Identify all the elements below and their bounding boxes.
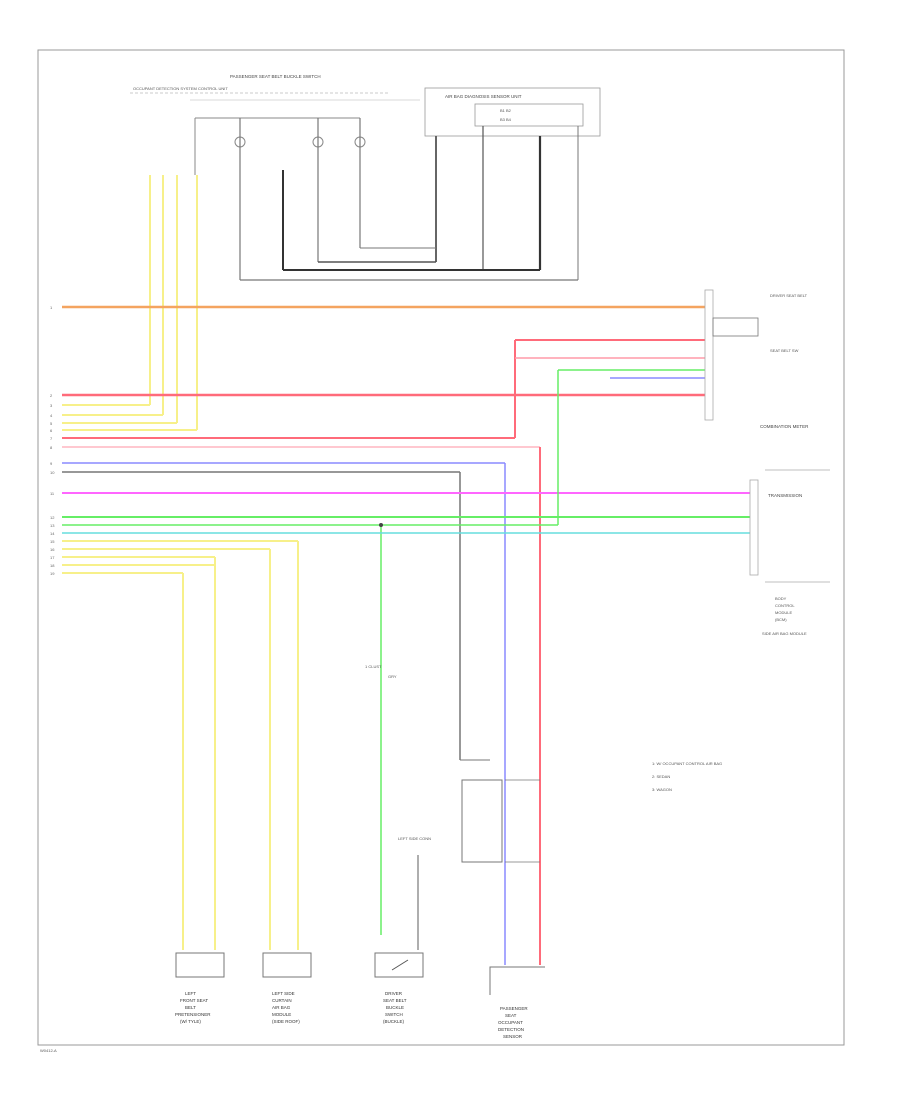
svg-text:FRONT SEAT: FRONT SEAT bbox=[180, 998, 208, 1003]
svg-text:6: 6 bbox=[50, 428, 53, 433]
switch-symbol bbox=[391, 959, 409, 971]
svg-text:DRIVER: DRIVER bbox=[385, 991, 403, 996]
svg-text:SIDE AIR BAG MODULE: SIDE AIR BAG MODULE bbox=[762, 631, 807, 636]
svg-text:SENSOR: SENSOR bbox=[503, 1034, 523, 1039]
svg-text:3: WAGON: 3: WAGON bbox=[652, 787, 672, 792]
bottom-caption-4: PASSENGER SEAT OCCUPANT DETECTION SENSOR bbox=[498, 1006, 528, 1039]
svg-text:LEFT: LEFT bbox=[185, 991, 196, 996]
right-connector-box bbox=[704, 289, 714, 421]
right-switch-box bbox=[712, 317, 759, 337]
svg-text:OCCUPANT: OCCUPANT bbox=[498, 1020, 523, 1025]
svg-text:9: 9 bbox=[50, 461, 53, 466]
green-splice bbox=[379, 523, 383, 527]
svg-text:18: 18 bbox=[50, 563, 55, 568]
bottom-caption-2: LEFT SIDE CURTAIN AIR BAG MODULE (SIDE R… bbox=[272, 991, 300, 1024]
svg-text:12: 12 bbox=[50, 515, 55, 520]
svg-text:16: 16 bbox=[50, 547, 55, 552]
legend: 1: W/ OCCUPANT CONTROL AIR BAG 2: SEDAN … bbox=[652, 761, 722, 792]
diagram-frame bbox=[37, 49, 845, 1046]
svg-text:(SIDE ROOF): (SIDE ROOF) bbox=[272, 1019, 300, 1024]
svg-text:PRETENSIONER: PRETENSIONER bbox=[175, 1012, 211, 1017]
svg-text:11: 11 bbox=[50, 491, 55, 496]
mid-label-2: GRY bbox=[388, 674, 397, 679]
component-box-4 bbox=[489, 966, 545, 995]
svg-text:(W/ TYLE): (W/ TYLE) bbox=[180, 1019, 201, 1024]
svg-text:7: 7 bbox=[50, 436, 53, 441]
box-sub1: B1 B2 bbox=[500, 108, 512, 113]
header-label: PASSENGER SEAT BELT BUCKLE SWITCH bbox=[230, 74, 321, 79]
box-title: AIR BAG DIAGNOSIS SENSOR UNIT bbox=[445, 94, 522, 99]
svg-text:13: 13 bbox=[50, 523, 55, 528]
svg-text:PASSENGER: PASSENGER bbox=[500, 1006, 528, 1011]
right-label-top: DRIVER SEAT BELT bbox=[770, 293, 808, 298]
svg-text:14: 14 bbox=[50, 531, 55, 536]
component-box-1 bbox=[175, 952, 225, 978]
svg-text:MODULE: MODULE bbox=[775, 610, 792, 615]
svg-text:(BUCKLE): (BUCKLE) bbox=[383, 1019, 405, 1024]
svg-text:SEAT BELT: SEAT BELT bbox=[383, 998, 407, 1003]
svg-text:DETECTION: DETECTION bbox=[498, 1027, 524, 1032]
bottom-caption-1: LEFT FRONT SEAT BELT PRETENSIONER (W/ TY… bbox=[175, 991, 211, 1024]
right-label-sub: SEAT BELT SW bbox=[770, 348, 799, 353]
svg-text:CURTAIN: CURTAIN bbox=[272, 998, 292, 1003]
left-pin-labels: 1 2 3 4 5 6 7 8 9 10 11 12 13 14 15 16 17 18 19 bbox=[50, 305, 55, 576]
top-left-label: OCCUPANT DETECTION SYSTEM CONTROL UNIT bbox=[133, 86, 228, 91]
right-block-text: BODY CONTROL MODULE (BCM) SIDE AIR BAG M… bbox=[762, 596, 807, 636]
bottom-caption-3: DRIVER SEAT BELT BUCKLE SWITCH (BUCKLE) bbox=[383, 991, 407, 1024]
transmission-label: TRANSMISSION bbox=[768, 493, 802, 498]
svg-text:(BCM): (BCM) bbox=[775, 617, 787, 622]
footer-id: W0412-A bbox=[40, 1048, 57, 1053]
right-lower-connector bbox=[749, 479, 759, 576]
svg-text:2: 2 bbox=[50, 393, 53, 398]
svg-text:SWITCH: SWITCH bbox=[385, 1012, 403, 1017]
component-box-2 bbox=[262, 952, 312, 978]
svg-text:8: 8 bbox=[50, 445, 53, 450]
mid-label-1: 1 CLUST bbox=[365, 664, 382, 669]
box-sub2: B3 B4 bbox=[500, 117, 512, 122]
mid-connector-block bbox=[461, 779, 503, 863]
svg-text:3: 3 bbox=[50, 403, 53, 408]
svg-text:MODULE: MODULE bbox=[272, 1012, 291, 1017]
svg-text:5: 5 bbox=[50, 421, 53, 426]
left-side-conn: LEFT SIDE CONN bbox=[398, 836, 431, 841]
svg-text:10: 10 bbox=[50, 470, 55, 475]
svg-text:2: SEDAN: 2: SEDAN bbox=[652, 774, 670, 779]
svg-text:15: 15 bbox=[50, 539, 55, 544]
svg-text:BELT: BELT bbox=[185, 1005, 196, 1010]
combination-meter-label: COMBINATION METER bbox=[760, 424, 809, 429]
svg-text:17: 17 bbox=[50, 555, 55, 560]
svg-text:LEFT SIDE: LEFT SIDE bbox=[272, 991, 295, 996]
svg-text:1: W/ OCCUPANT CONTROL AIR BAG: 1: W/ OCCUPANT CONTROL AIR BAG bbox=[652, 761, 722, 766]
svg-text:SEAT: SEAT bbox=[505, 1013, 517, 1018]
svg-text:BODY: BODY bbox=[775, 596, 787, 601]
airbag-inner-box bbox=[474, 103, 584, 127]
svg-text:19: 19 bbox=[50, 571, 55, 576]
svg-text:4: 4 bbox=[50, 413, 53, 418]
component-box-3 bbox=[374, 952, 424, 978]
svg-text:BUCKLE: BUCKLE bbox=[386, 1005, 404, 1010]
airbag-sensor-box bbox=[424, 87, 601, 137]
svg-text:AIR BAG: AIR BAG bbox=[272, 1005, 291, 1010]
svg-text:CONTROL: CONTROL bbox=[775, 603, 795, 608]
svg-text:1: 1 bbox=[50, 305, 53, 310]
